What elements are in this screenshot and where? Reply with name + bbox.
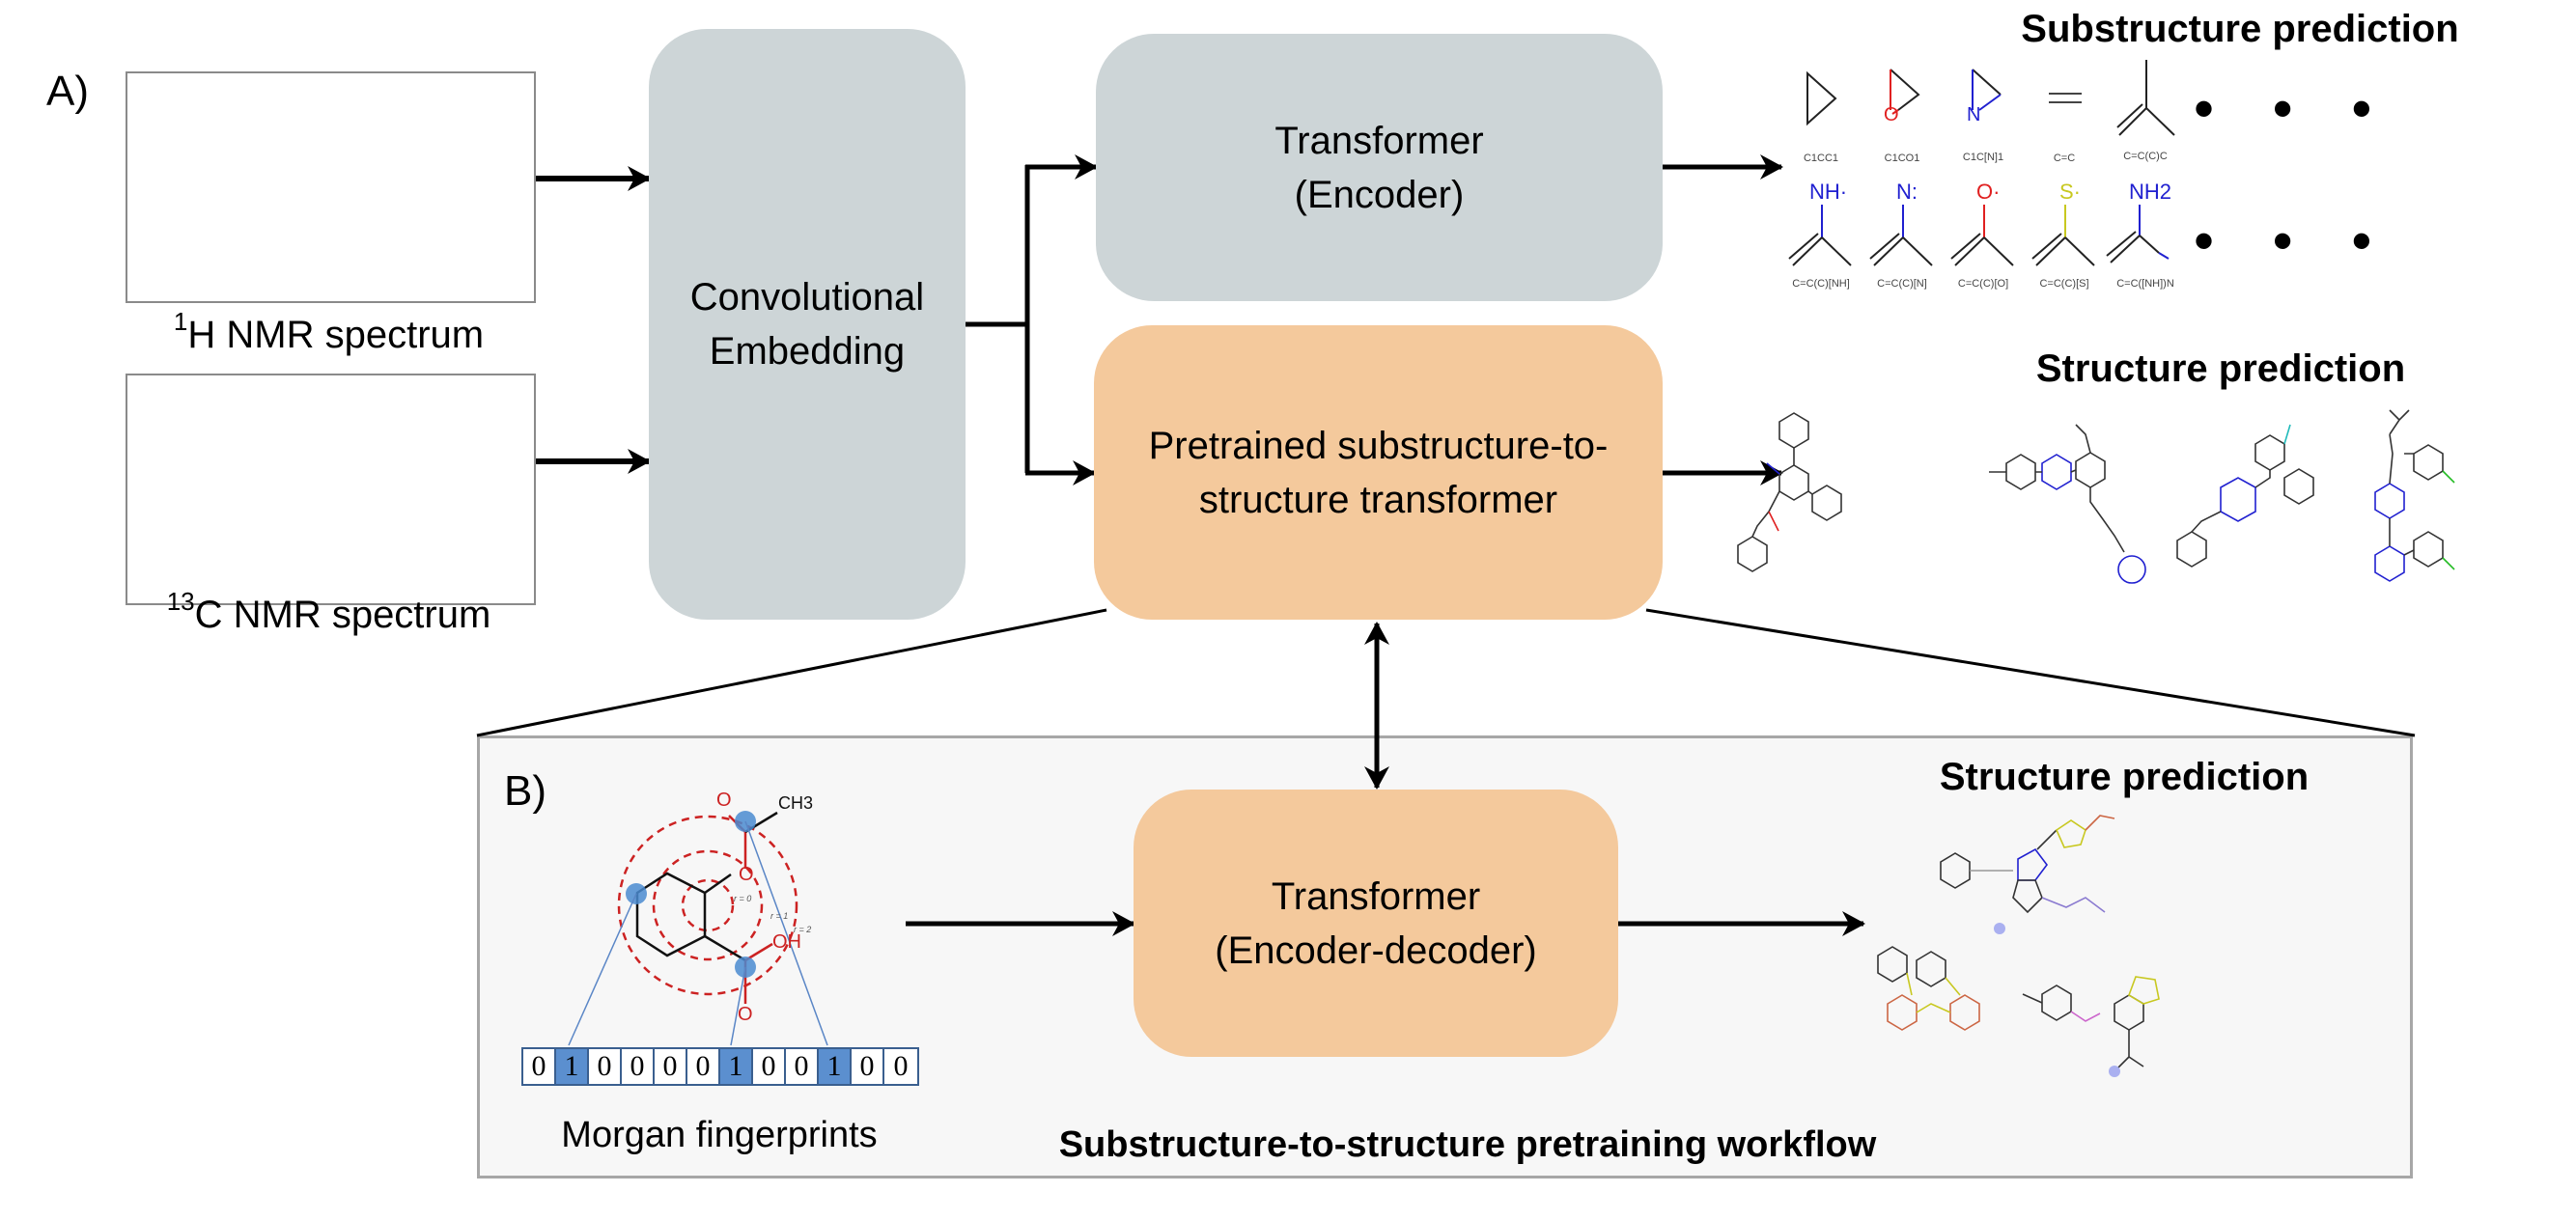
substructure-epoxide — [1890, 69, 1920, 115]
row2-s-atom: S· — [2059, 180, 2081, 204]
smiles-label: C=C(C)[N] — [1877, 278, 1927, 290]
transformer-encdec-line2: (Encoder-decoder) — [1215, 929, 1537, 972]
substructure-row2-stems — [1788, 205, 2170, 266]
fingerprint-bit: 0 — [884, 1049, 917, 1084]
epoxide-o-atom: O — [1884, 104, 1899, 125]
fingerprint-bit: 0 — [523, 1049, 556, 1084]
transformer-encoder-line2: (Encoder) — [1294, 173, 1465, 216]
fingerprint-bit: 0 — [786, 1049, 819, 1084]
aspirin-oh: OH — [772, 931, 801, 953]
transformer-encdec-line1: Transformer — [1271, 874, 1481, 918]
radius-label-1: r = 1 — [770, 911, 789, 921]
molecule-b-3 — [2022, 976, 2160, 1077]
molecule-a-3 — [2176, 424, 2314, 568]
zoom-line-left — [476, 608, 1107, 737]
c-nmr-isotope: 13 — [166, 587, 195, 616]
conv-embedding-line1: Convolutional — [689, 276, 925, 319]
substructure-aziridine — [1972, 69, 2002, 111]
substructure-prediction-title: Substructure prediction — [2021, 8, 2459, 50]
smiles-label: C1CO1 — [1884, 152, 1920, 164]
structure-prediction-title: Structure prediction — [2035, 347, 2406, 390]
smiles-label: C=C(C)[NH] — [1792, 278, 1850, 290]
h-nmr-isotope: 1 — [173, 307, 188, 336]
h-nmr-caption: 1H NMR spectrum — [126, 307, 532, 357]
smiles-label: C=C(C)[S] — [2039, 278, 2089, 290]
structure-prediction-title-b: Structure prediction — [1939, 756, 2310, 798]
molecule-a-1 — [1737, 412, 1842, 572]
substructure-ethene — [2049, 93, 2082, 103]
aspirin-o-bottom: O — [738, 1004, 753, 1025]
radius-label-2: r = 2 — [794, 925, 812, 934]
row2-nh2-atom: NH2 — [2129, 180, 2172, 204]
molecule-a-4 — [2374, 409, 2455, 582]
fingerprint-bit: 1 — [720, 1049, 753, 1084]
smiles-label: C=C([NH])N — [2116, 278, 2174, 290]
row2-nh-atom: NH· — [1809, 180, 1848, 204]
fingerprint-bit: 1 — [819, 1049, 852, 1084]
substructure-cyclopropane — [1806, 70, 1837, 126]
h-nmr-spectrum-image — [126, 71, 536, 303]
aspirin-molecule — [568, 811, 828, 1046]
row2-n-atom: N: — [1896, 180, 1918, 204]
pretrained-transformer-box[interactable]: Pretrained substructure-to- structure tr… — [1094, 325, 1663, 620]
smiles-label: C=C(C)C — [2123, 151, 2168, 162]
panel-a-label: A) — [46, 68, 89, 115]
morgan-fingerprints-label: Morgan fingerprints — [561, 1115, 878, 1155]
panel-b-label: B) — [504, 767, 546, 815]
molecule-b-1 — [1940, 815, 2115, 934]
workflow-title: Substructure-to-structure pretraining wo… — [1058, 1124, 1877, 1165]
conv-embedding-box[interactable]: Convolutional Embedding — [649, 29, 966, 620]
ellipsis-row1: • • • — [2194, 76, 2394, 141]
fingerprint-bit: 1 — [556, 1049, 589, 1084]
transformer-encoder-box[interactable]: Transformer (Encoder) — [1096, 34, 1663, 301]
transformer-encoder-line1: Transformer — [1274, 119, 1484, 162]
c-nmr-caption: 13C NMR spectrum — [126, 587, 532, 637]
c-nmr-label: C NMR spectrum — [194, 594, 491, 636]
aspirin-o-ring: O — [739, 864, 754, 885]
fingerprint-bit: 0 — [589, 1049, 622, 1084]
h-nmr-label: H NMR spectrum — [187, 314, 485, 356]
aspirin-o-top: O — [716, 790, 732, 811]
molecule-b-2 — [1877, 946, 1980, 1031]
radius-label-0: r = 0 — [734, 894, 752, 903]
substructure-isobutene — [2116, 60, 2175, 136]
fingerprint-bit: 0 — [753, 1049, 786, 1084]
pretrained-transformer-line1: Pretrained substructure-to- — [1148, 424, 1609, 467]
fingerprint-bit: 0 — [852, 1049, 884, 1084]
pretrained-transformer-line2: structure transformer — [1198, 478, 1558, 521]
c-nmr-spectrum-image — [126, 374, 536, 605]
molecule-a-2 — [1989, 424, 2146, 584]
smiles-label: C1C[N]1 — [1962, 152, 2004, 163]
conv-embedding-line2: Embedding — [709, 330, 906, 373]
fingerprint-bit: 0 — [687, 1049, 720, 1084]
smiles-label: C=C — [2053, 152, 2076, 164]
smiles-label: C1CC1 — [1803, 152, 1839, 164]
fingerprint-bit: 0 — [655, 1049, 687, 1084]
fingerprint-bit: 0 — [622, 1049, 655, 1084]
ellipsis-row2: • • • — [2194, 208, 2394, 273]
transformer-encdec-box[interactable]: Transformer (Encoder-decoder) — [1134, 790, 1618, 1057]
aziridine-n-atom: N — [1967, 104, 1981, 125]
row2-o-atom: O· — [1976, 180, 2001, 204]
zoom-line-right — [1645, 608, 2416, 737]
smiles-label: C=C(C)[O] — [1957, 278, 2009, 290]
aspirin-ch3: CH3 — [778, 793, 814, 813]
